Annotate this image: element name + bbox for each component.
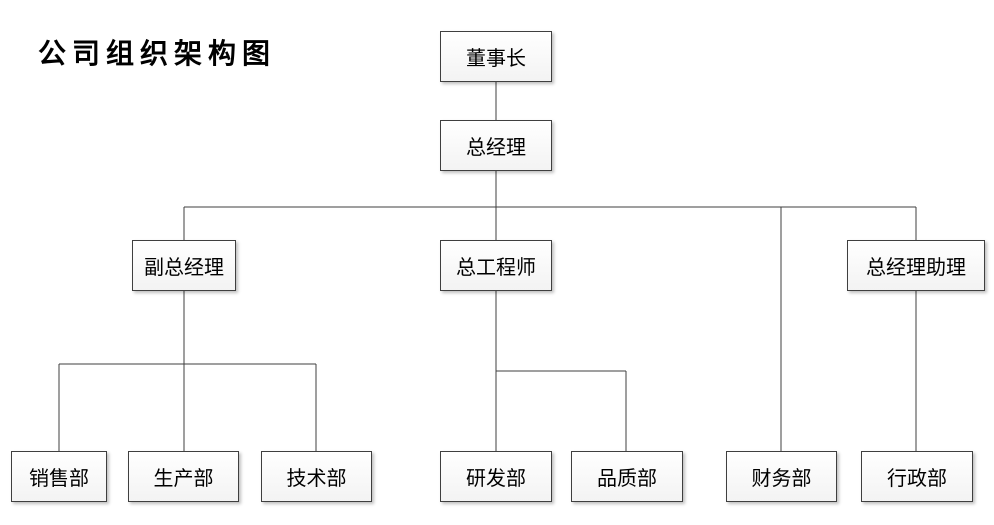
node-chief-engineer: 总工程师	[440, 240, 552, 291]
node-administration: 行政部	[861, 451, 973, 502]
node-quality: 品质部	[571, 451, 683, 502]
page-title: 公司组织架构图	[38, 37, 277, 70]
node-technology: 技术部	[261, 451, 372, 502]
node-production: 生产部	[128, 451, 239, 502]
node-finance: 财务部	[726, 451, 837, 502]
node-gm-assistant: 总经理助理	[847, 240, 985, 291]
node-deputy-general-manager: 副总经理	[132, 240, 236, 291]
node-chairman: 董事长	[440, 31, 552, 82]
node-general-manager: 总经理	[440, 120, 552, 171]
node-rnd: 研发部	[440, 451, 552, 502]
node-sales: 销售部	[11, 451, 107, 502]
